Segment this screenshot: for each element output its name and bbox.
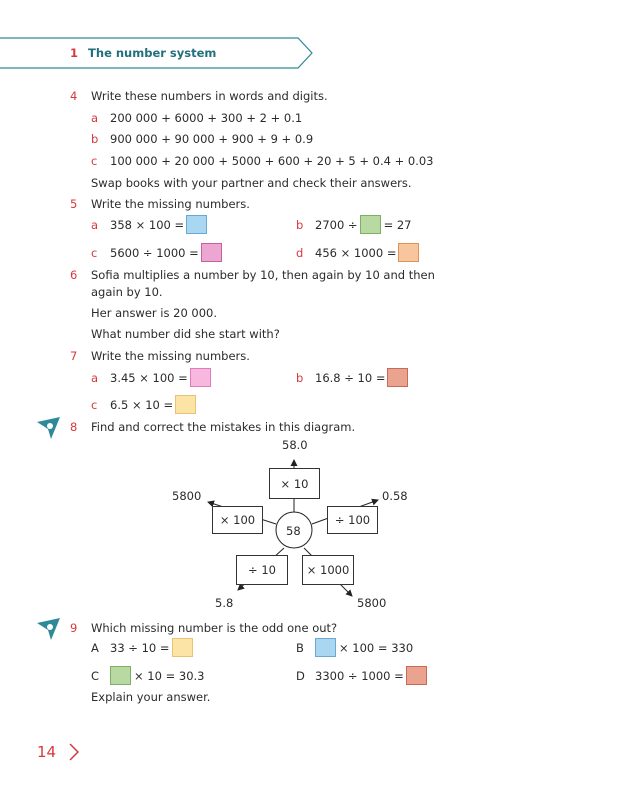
q6-number: 6	[70, 268, 78, 282]
thinking-icon	[37, 618, 60, 640]
q9-c-letter: C	[91, 668, 100, 683]
q9-a-letter: A	[91, 640, 99, 655]
op-box-bottom-left: ÷ 10	[236, 555, 288, 585]
q7-part-a: a 3.45 × 100 =	[91, 368, 211, 387]
q9-option-c: C × 10 = 30.3	[91, 666, 204, 685]
q7-b-answer-box[interactable]	[387, 368, 409, 387]
q5-d-answer-box[interactable]	[398, 243, 420, 262]
q5-c-answer-box[interactable]	[200, 243, 222, 262]
result-right: 0.58	[382, 489, 408, 503]
q5-d-expression: 456 × 1000 =	[315, 245, 397, 260]
q5-part-d: d 456 × 1000 =	[296, 243, 420, 262]
q5-b-answer-box[interactable]	[359, 215, 381, 234]
result-bottom-left: 5.8	[215, 596, 234, 610]
diagram-center-value: 58	[286, 524, 301, 538]
chevron-right-icon	[69, 743, 80, 761]
chapter-banner	[0, 37, 313, 69]
q5-a-letter: a	[91, 217, 99, 232]
q6-line2: again by 10.	[91, 285, 163, 299]
q9-option-d: D 3300 ÷ 1000 =	[296, 666, 427, 685]
q7-prompt: Write the missing numbers.	[91, 349, 250, 363]
q9-prompt: Which missing number is the odd one out?	[91, 621, 338, 635]
q9-number: 9	[70, 621, 78, 635]
q7-c-letter: c	[91, 397, 98, 412]
q7-a-answer-box[interactable]	[189, 368, 211, 387]
q5-b-result: = 27	[383, 217, 412, 232]
q4-part-a-letter: a	[91, 111, 99, 125]
q9-option-a: A 33 ÷ 10 =	[91, 638, 193, 657]
chapter-title: The number system	[88, 46, 217, 60]
q4-part-c-letter: c	[91, 154, 98, 168]
q6-line4: What number did she start with?	[91, 327, 280, 341]
q4-number: 4	[70, 89, 78, 103]
q8-number: 8	[70, 420, 78, 434]
q7-c-answer-box[interactable]	[175, 395, 197, 414]
q5-part-b: b 2700 ÷ = 27	[296, 215, 412, 234]
q4-note: Swap books with your partner and check t…	[91, 176, 412, 190]
q5-part-c: c 5600 ÷ 1000 =	[91, 243, 222, 262]
q9-option-b: B × 100 = 330	[296, 638, 413, 657]
q5-b-letter: b	[296, 217, 304, 232]
q6-line1: Sofia multiplies a number by 10, then ag…	[91, 268, 435, 282]
thinking-icon	[37, 417, 60, 439]
q7-c-expression: 6.5 × 10 =	[110, 397, 174, 412]
q7-part-c: c 6.5 × 10 =	[91, 395, 197, 414]
q7-number: 7	[70, 349, 78, 363]
chapter-number: 1	[70, 46, 79, 60]
q9-a-answer-box[interactable]	[171, 638, 193, 657]
result-bottom-right: 5800	[357, 596, 387, 610]
q5-d-letter: d	[296, 245, 304, 260]
page-number: 14	[37, 743, 57, 761]
q9-note: Explain your answer.	[91, 690, 211, 704]
q5-a-answer-box[interactable]	[186, 215, 208, 234]
q9-b-letter: B	[296, 640, 304, 655]
q9-d-answer-box[interactable]	[405, 666, 427, 685]
q5-part-a: a 358 × 100 =	[91, 215, 208, 234]
diagram-center-circle	[275, 511, 313, 549]
q9-b-expression: × 100 = 330	[339, 640, 414, 655]
q7-b-letter: b	[296, 370, 304, 385]
op-box-left: × 100	[212, 506, 263, 534]
q4-part-c-text: 100 000 + 20 000 + 5000 + 600 + 20 + 5 +…	[110, 154, 434, 168]
q5-b-expression: 2700 ÷	[315, 217, 358, 232]
q5-a-expression: 358 × 100 =	[110, 217, 185, 232]
q7-b-expression: 16.8 ÷ 10 =	[315, 370, 386, 385]
q7-a-letter: a	[91, 370, 99, 385]
q4-part-b-letter: b	[91, 132, 99, 146]
q7-part-b: b 16.8 ÷ 10 =	[296, 368, 409, 387]
op-box-bottom-right: × 1000	[302, 555, 354, 585]
q4-part-b-text: 900 000 + 90 000 + 900 + 9 + 0.9	[110, 132, 314, 146]
chapter-header: 1 The number system	[70, 46, 216, 60]
q5-c-expression: 5600 ÷ 1000 =	[110, 245, 199, 260]
q7-a-expression: 3.45 × 100 =	[110, 370, 188, 385]
q9-d-letter: D	[296, 668, 305, 683]
q9-b-answer-box[interactable]	[315, 638, 336, 657]
q4-prompt: Write these numbers in words and digits.	[91, 89, 328, 103]
q8-prompt: Find and correct the mistakes in this di…	[91, 420, 356, 434]
result-left: 5800	[172, 489, 202, 503]
q9-c-expression: × 10 = 30.3	[134, 668, 205, 683]
result-top: 58.0	[282, 438, 308, 452]
q9-a-expression: 33 ÷ 10 =	[110, 640, 170, 655]
q4-part-a-text: 200 000 + 6000 + 300 + 2 + 0.1	[110, 111, 303, 125]
q6-line3: Her answer is 20 000.	[91, 306, 218, 320]
q5-c-letter: c	[91, 245, 98, 260]
q9-c-answer-box[interactable]	[110, 666, 131, 685]
q5-prompt: Write the missing numbers.	[91, 197, 250, 211]
op-box-top: × 10	[269, 468, 320, 499]
q9-d-expression: 3300 ÷ 1000 =	[315, 668, 404, 683]
q5-number: 5	[70, 197, 78, 211]
op-box-right: ÷ 100	[327, 506, 378, 534]
